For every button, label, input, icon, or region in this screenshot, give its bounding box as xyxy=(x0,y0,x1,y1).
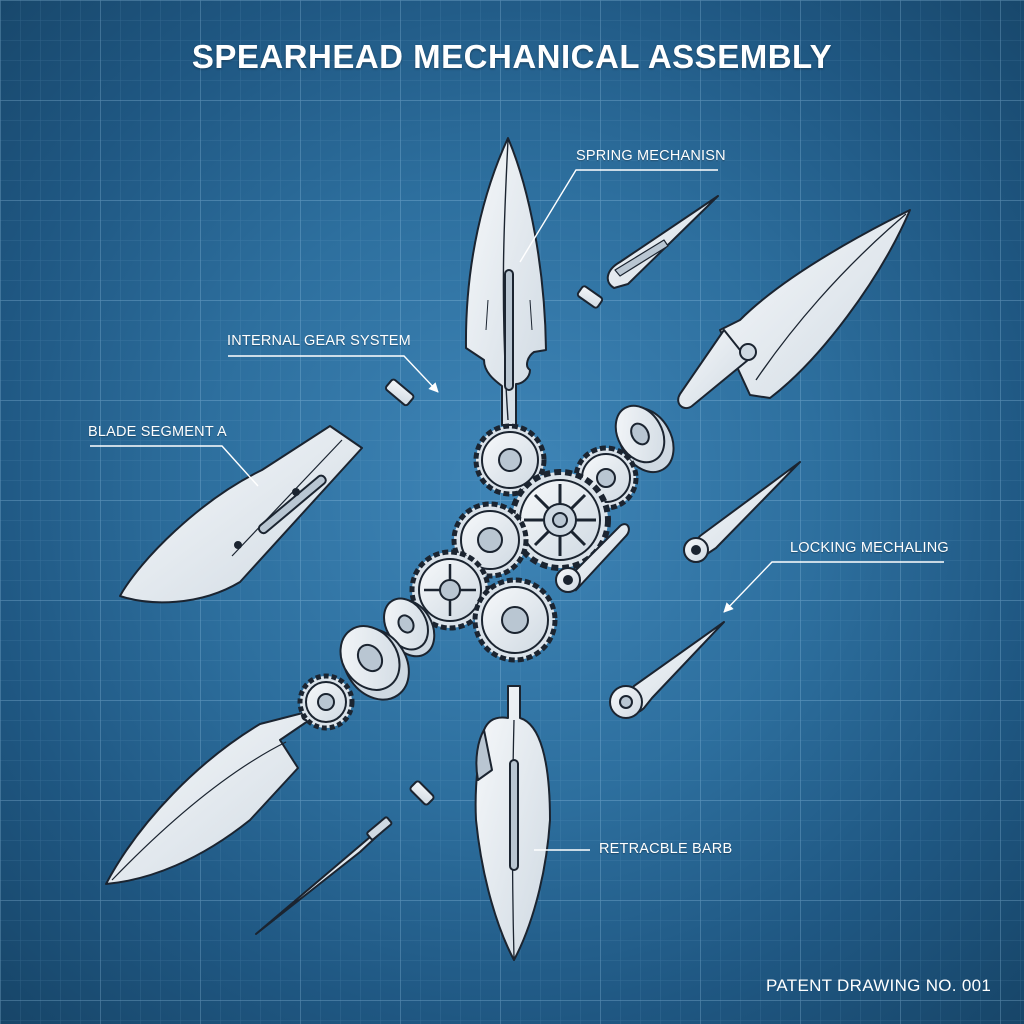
leader-locking xyxy=(723,561,944,613)
locking-blade-upper xyxy=(683,461,801,563)
gear-top xyxy=(473,423,547,497)
washer-upper-right xyxy=(614,404,675,473)
callout-leaders xyxy=(90,169,944,851)
gear-pin-left xyxy=(385,378,415,407)
leader-gear xyxy=(228,355,439,393)
gear-bottom xyxy=(472,577,558,663)
callout-spring-mechanism: SPRING MECHANISN xyxy=(576,148,726,164)
gear-large xyxy=(509,469,611,571)
barb-pin-lower xyxy=(409,780,435,806)
bottom-spear-blade xyxy=(474,685,551,961)
upper-right-thin-blade xyxy=(606,195,719,289)
leader-blade xyxy=(90,445,259,487)
upper-right-spear-blade xyxy=(677,209,911,410)
lower-left-spear-blade xyxy=(105,673,355,885)
spring-pin-upper xyxy=(576,285,604,309)
callout-blade-segment-a: BLADE SEGMENT A xyxy=(88,424,227,440)
callout-locking-mechanism: LOCKING MECHALING xyxy=(790,540,949,556)
blade-segment-a xyxy=(119,425,363,604)
locking-blade-lower xyxy=(609,621,725,719)
diagram-title: SPEARHEAD MECHANICAL ASSEMBLY xyxy=(191,38,833,75)
top-spear-blade xyxy=(464,137,547,426)
washer-lower-left xyxy=(339,625,410,701)
gear-left xyxy=(409,549,491,631)
callout-internal-gear-system: INTERNAL GEAR SYSTEM xyxy=(227,333,411,349)
internal-gear-cluster xyxy=(409,423,639,663)
lower-needle-blade xyxy=(255,816,393,935)
lever-arm xyxy=(566,523,630,592)
callout-retractable-barb: RETRACBLE BARB xyxy=(599,841,733,857)
patent-number-label: PATENT DRAWING NO. 001 xyxy=(766,976,992,995)
leader-spring xyxy=(519,169,718,263)
